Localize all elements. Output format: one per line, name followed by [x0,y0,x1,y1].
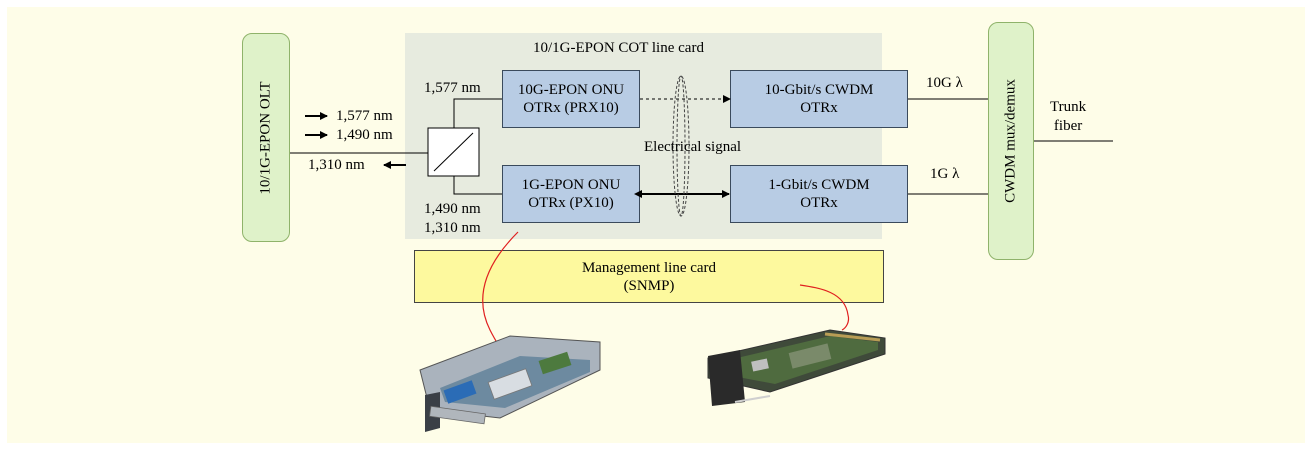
splitter-to-onu1g [453,176,502,195]
label-input-1577: 1,577 nm [336,108,393,124]
label-splitter-1577: 1,577 nm [424,80,481,96]
cwdm-1g-line-1: 1-Gbit/s CWDM [768,177,870,193]
onu-10g-otrx-box: 10G-EPON ONU OTRx (PRX10) [502,70,640,128]
olt-box: 10/1G-EPON OLT [242,33,290,242]
label-lambda-10g: 10G λ [926,75,963,91]
label-lambda-1g: 1G λ [930,166,960,182]
label-splitter-1310: 1,310 nm [424,220,481,236]
management-card-line-2: (SNMP) [623,277,675,294]
epon-line-card-image [419,335,601,432]
link-mgmt-to-card-photo [799,284,850,331]
splitter-diagonal [433,132,474,172]
onu-1g-line-2: OTRx (PX10) [528,195,614,211]
label-electrical-signal: Electrical signal [644,139,742,155]
onu-10g-line-2: OTRx (PRX10) [523,100,619,116]
cwdm-mux-demux-box: CWDM mux/demux [988,22,1034,260]
cot-line-card-title: 10/1G-EPON COT line card [533,40,704,56]
management-card-line-1: Management line card [581,259,717,276]
cwdm-1g-otrx-box: 1-Gbit/s CWDM OTRx [730,165,908,223]
onu-1g-otrx-box: 1G-EPON ONU OTRx (PX10) [502,165,640,223]
label-input-1490: 1,490 nm [336,127,393,143]
cwdm-10g-line-1: 10-Gbit/s CWDM [764,82,874,98]
label-output-1310: 1,310 nm [308,157,365,173]
trunk-fiber-line-2: fiber [1053,118,1083,134]
label-trunk-fiber: Trunk fiber [1050,98,1086,136]
cwdm-10g-otrx-box: 10-Gbit/s CWDM OTRx [730,70,908,128]
onu-1g-line-1: 1G-EPON ONU [521,177,621,193]
cwdm-1g-line-2: OTRx [800,195,838,211]
trunk-fiber-line-1: Trunk [1050,99,1087,115]
onu-10g-line-1: 10G-EPON ONU [517,82,625,98]
management-card-image [707,329,886,406]
cwdm-10g-line-2: OTRx [800,100,838,116]
management-line-card: Management line card (SNMP) [414,250,884,303]
label-splitter-1490: 1,490 nm [424,201,481,217]
splitter-to-onu10g [453,98,502,128]
